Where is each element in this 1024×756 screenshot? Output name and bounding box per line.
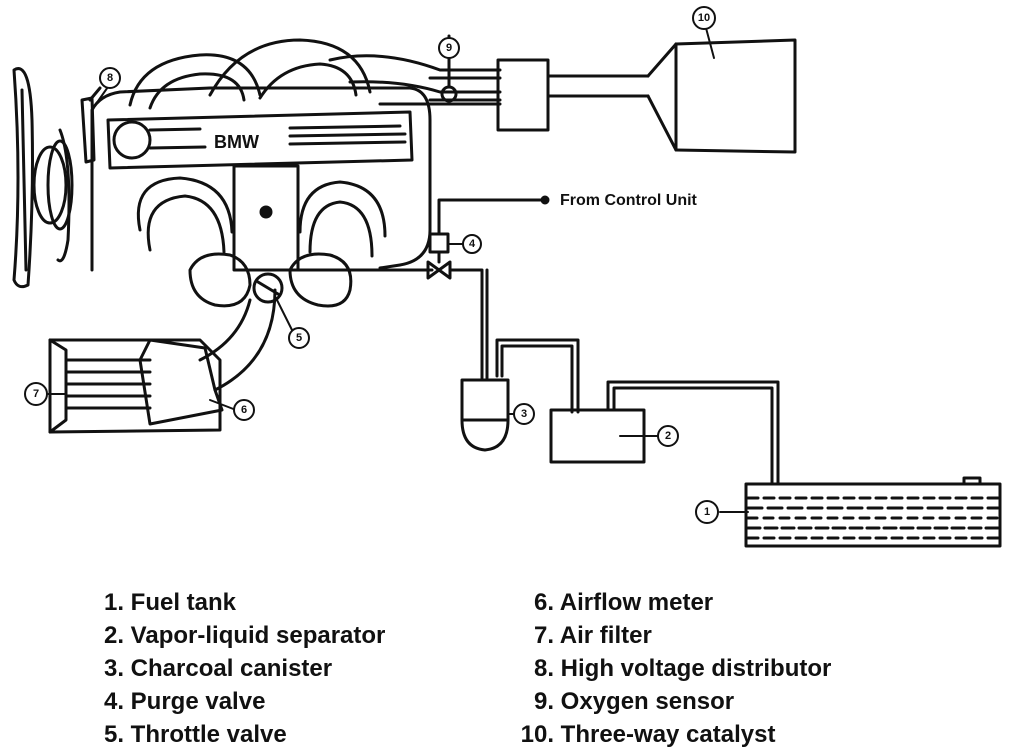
legend-item: 5. Throttle valve (103, 721, 287, 748)
legend-item: 1. Fuel tank (103, 589, 237, 616)
throttle-valve-icon (252, 272, 284, 304)
callout-9-label: 9 (446, 42, 452, 54)
legend-right: 6. Airflow meter 7. Air filter 8. High v… (508, 586, 832, 751)
legend-item: 4. Purge valve (103, 688, 266, 715)
engine-badge: BMW (214, 132, 259, 152)
callout-9 (438, 37, 460, 59)
charcoal-canister (460, 378, 510, 452)
legend-item: 6. Airflow meter (533, 589, 714, 616)
callout-7-label: 7 (33, 388, 39, 400)
legend-item: 2. Vapor-liquid separator (103, 622, 386, 649)
legend-item: 9. Oxygen sensor (533, 688, 735, 715)
callout-1 (695, 500, 719, 524)
callout-3 (513, 403, 535, 425)
fuel-tank (744, 476, 1002, 548)
callout-10-label: 10 (698, 12, 710, 24)
legend-left: 1. Fuel tank 2. Vapor-liquid separator 3… (100, 586, 385, 751)
exhaust-system (428, 34, 797, 154)
callout-2 (657, 425, 679, 447)
from-control-unit-label: From Control Unit (560, 192, 698, 209)
purge-valve-icon (284, 198, 547, 280)
callout-10 (692, 6, 716, 30)
legend-item: 7. Air filter (533, 622, 652, 649)
distributor-icon (80, 86, 102, 164)
cooling-fan (12, 67, 74, 289)
callout-8 (99, 67, 121, 89)
callout-3-label: 3 (521, 408, 527, 420)
airflow-meter (138, 288, 277, 426)
callout-1-label: 1 (704, 506, 710, 518)
callout-4-label: 4 (469, 238, 476, 250)
legend-item: 3. Charcoal canister (103, 655, 333, 682)
callout-6 (233, 399, 255, 421)
callout-6-label: 6 (241, 404, 247, 416)
callout-5 (288, 327, 310, 349)
callout-4 (462, 234, 482, 254)
engine-block (90, 38, 502, 308)
callout-7 (24, 382, 48, 406)
legend-item: 8. High voltage distributor (533, 655, 832, 682)
legend-item: 10. Three-way catalyst (520, 721, 776, 748)
callout-2-label: 2 (665, 430, 671, 442)
air-filter (48, 338, 222, 434)
callout-8-label: 8 (107, 72, 113, 84)
callout-5-label: 5 (296, 332, 302, 344)
